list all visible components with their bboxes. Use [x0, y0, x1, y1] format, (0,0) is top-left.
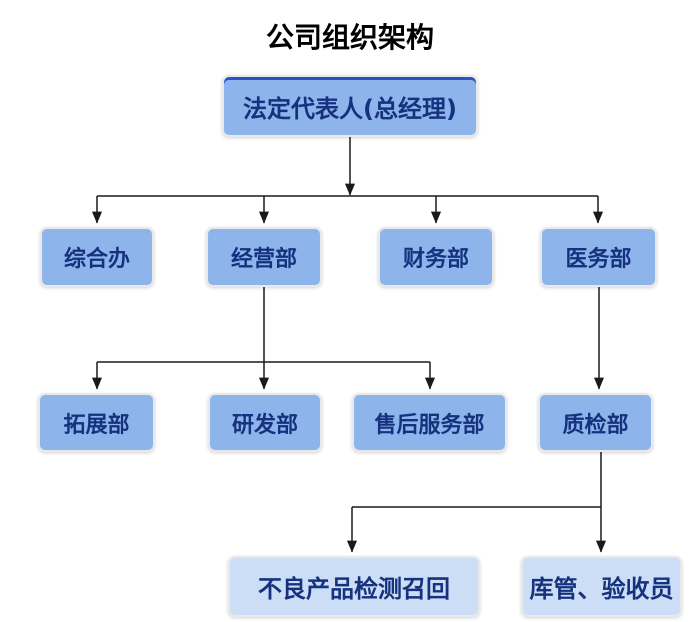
org-node-label: 拓展部	[63, 412, 130, 438]
org-node-label: 质检部	[562, 412, 629, 438]
org-node-label: 医务部	[565, 247, 632, 272]
org-node-tuozhanbu: 拓展部	[38, 393, 155, 452]
org-node-zongheban: 综合办	[40, 227, 154, 287]
org-node-label: 研发部	[231, 412, 298, 438]
org-node-fading-daibiaoren: 法定代表人(总经理)	[222, 75, 478, 137]
org-node-yanfabu: 研发部	[208, 393, 322, 452]
org-node-zhijianbu: 质检部	[538, 393, 653, 452]
org-node-label: 售后服务部	[374, 412, 485, 438]
org-node-label: 财务部	[402, 247, 469, 272]
page-title: 公司组织架构	[265, 21, 434, 54]
org-node-label: 综合办	[63, 247, 130, 272]
org-node-label: 法定代表人(总经理)	[243, 94, 457, 123]
org-node-caiwubu: 财务部	[378, 227, 494, 287]
org-node-jingyingbu: 经营部	[206, 227, 322, 287]
org-node-yiwubu: 医务部	[540, 227, 657, 287]
org-node-buliang-chanpin: 不良产品检测召回	[228, 556, 480, 617]
org-node-label: 库管、验收员	[529, 575, 674, 603]
org-node-label: 经营部	[230, 247, 297, 272]
org-node-kuguan-yanshouyuan: 库管、验收员	[521, 556, 682, 617]
org-node-shouhou-fuwubu: 售后服务部	[352, 393, 507, 452]
org-node-label: 不良产品检测召回	[258, 575, 450, 603]
